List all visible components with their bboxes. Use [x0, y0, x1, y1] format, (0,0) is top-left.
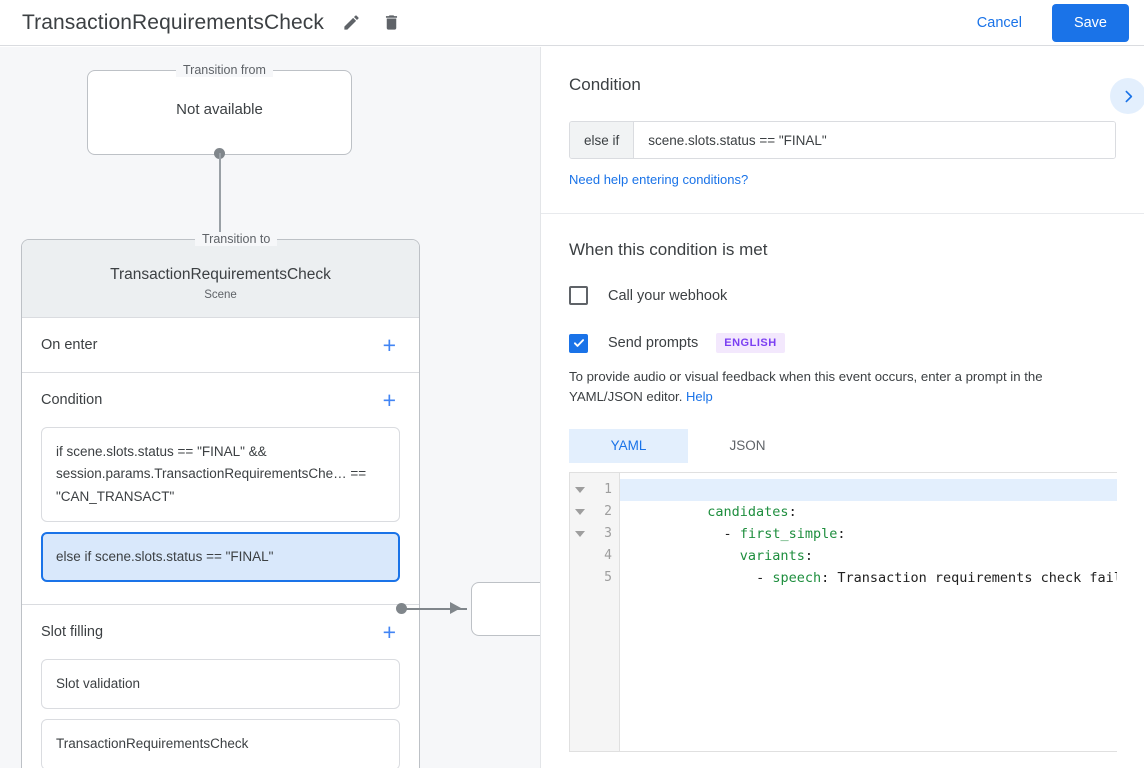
- line-number: 3: [604, 526, 612, 542]
- section-title-condition: Condition: [41, 392, 103, 408]
- section-title-on-enter: On enter: [41, 337, 98, 353]
- editor-tabs: YAML JSON: [569, 428, 1116, 463]
- line-number: 2: [604, 504, 612, 520]
- panel-when-met-section: When this condition is met Call your web…: [541, 214, 1144, 752]
- code-indent: [707, 570, 756, 586]
- condition-expression-input[interactable]: [634, 122, 1115, 158]
- transition-to-card: Transition to TransactionRequirementsChe…: [21, 232, 420, 768]
- editor-gutter: 1 2 3 4 5: [570, 472, 620, 751]
- fold-arrow-icon[interactable]: [575, 530, 585, 537]
- gutter-row: 3: [570, 523, 619, 545]
- code-line: - first_simple:: [620, 501, 1117, 542]
- code-key: candidates: [707, 503, 789, 520]
- tab-json[interactable]: JSON: [729, 438, 766, 454]
- outgoing-connector-dot[interactable]: [396, 603, 407, 614]
- connector-line: [219, 153, 221, 246]
- yaml-code-editor[interactable]: 1 2 3 4 5 candidates:: [569, 471, 1117, 752]
- add-slot-filling-icon[interactable]: +: [382, 618, 396, 645]
- send-prompts-checkbox[interactable]: [569, 333, 588, 353]
- outgoing-connector-arrowhead: [450, 602, 461, 614]
- prompt-help-link[interactable]: Help: [686, 388, 713, 404]
- code-line: variants:: [620, 523, 1117, 564]
- code-key: variants: [739, 547, 805, 564]
- transition-from-box: Transition from Not available: [87, 63, 352, 155]
- slot-filling-item[interactable]: Slot validation: [41, 659, 400, 710]
- add-on-enter-icon[interactable]: +: [382, 331, 396, 358]
- code-dash: -: [723, 525, 740, 542]
- line-number: 4: [604, 548, 612, 564]
- condition-heading: Condition: [569, 75, 641, 94]
- tab-yaml[interactable]: YAML: [569, 428, 688, 463]
- code-text: Transaction requirements check failed: [829, 569, 1117, 586]
- outgoing-connector-line: [405, 608, 467, 610]
- header-actions: Cancel Save: [965, 3, 1144, 42]
- save-button[interactable]: Save: [1051, 3, 1129, 42]
- condition-item-selected[interactable]: else if scene.slots.status == "FINAL": [41, 531, 400, 583]
- app-header: TransactionRequirementsCheck Cancel Save: [0, 0, 1144, 46]
- next-node-box[interactable]: [471, 582, 540, 636]
- code-key: first_simple: [739, 525, 838, 542]
- condition-prefix-label: else if: [570, 122, 635, 158]
- fold-arrow-icon[interactable]: [575, 486, 585, 493]
- gutter-row: 4: [570, 545, 619, 567]
- webhook-checkbox[interactable]: [569, 286, 588, 305]
- language-badge: ENGLISH: [716, 333, 785, 353]
- code-punct: :: [837, 525, 846, 542]
- code-punct: :: [804, 547, 813, 564]
- details-panel: Condition else if Need help entering con…: [540, 47, 1144, 768]
- scene-name: TransactionRequirementsCheck: [110, 266, 331, 283]
- code-punct: :: [788, 503, 797, 520]
- flow-canvas[interactable]: Transition from Not available Transition…: [0, 47, 540, 768]
- line-number: 5: [604, 570, 612, 586]
- when-met-heading: When this condition is met: [569, 240, 768, 259]
- section-title-slot-filling: Slot filling: [41, 624, 104, 641]
- webhook-checkbox-row[interactable]: Call your webhook: [569, 286, 1116, 305]
- section-on-enter: On enter +: [22, 317, 419, 372]
- code-line: candidates:: [620, 478, 1117, 520]
- scene-header: TransactionRequirementsCheck Scene: [22, 240, 419, 317]
- send-prompts-checkbox-row[interactable]: Send prompts ENGLISH: [569, 333, 1116, 353]
- panel-condition-section: Condition else if Need help entering con…: [541, 47, 1144, 214]
- scene-subtitle: Scene: [204, 289, 237, 301]
- webhook-label: Call your webhook: [608, 287, 728, 304]
- code-indent: [707, 526, 723, 542]
- code-indent: [707, 548, 740, 564]
- prompt-description-text: To provide audio or visual feedback when…: [569, 369, 1043, 404]
- code-key: speech: [772, 569, 822, 586]
- send-prompts-label: Send prompts: [608, 335, 699, 351]
- transition-from-value: Not available: [176, 101, 263, 118]
- gutter-row: 1: [570, 479, 619, 501]
- section-condition: Condition + if scene.slots.status == "FI…: [22, 372, 419, 604]
- prompt-description: To provide audio or visual feedback when…: [569, 367, 1116, 407]
- code-line: - speech: Transaction requirements check…: [620, 545, 1117, 586]
- slot-filling-item[interactable]: TransactionRequirementsCheck: [41, 719, 400, 768]
- line-number: 1: [604, 482, 612, 498]
- add-condition-icon[interactable]: +: [382, 386, 396, 413]
- gutter-row: 5: [570, 567, 619, 589]
- trash-icon[interactable]: [377, 9, 405, 37]
- chevron-right-icon[interactable]: [1110, 78, 1144, 114]
- cancel-button[interactable]: Cancel: [965, 7, 1034, 39]
- transition-from-legend: Transition from: [176, 63, 273, 77]
- editor-code-lines[interactable]: candidates: - first_simple: variants: - …: [620, 473, 1117, 751]
- transition-to-legend: Transition to: [195, 232, 278, 246]
- pencil-icon[interactable]: [337, 9, 365, 37]
- condition-help-link[interactable]: Need help entering conditions?: [569, 172, 749, 187]
- page-title: TransactionRequirementsCheck: [22, 10, 324, 34]
- section-slot-filling: Slot filling + Slot validation Transacti…: [22, 604, 419, 768]
- fold-arrow-icon[interactable]: [575, 508, 585, 515]
- condition-input-row[interactable]: else if: [569, 121, 1116, 159]
- gutter-row: 2: [570, 501, 619, 523]
- code-punct: :: [821, 569, 830, 586]
- condition-item[interactable]: if scene.slots.status == "FINAL" && sess…: [41, 427, 400, 522]
- code-dash: -: [756, 569, 773, 586]
